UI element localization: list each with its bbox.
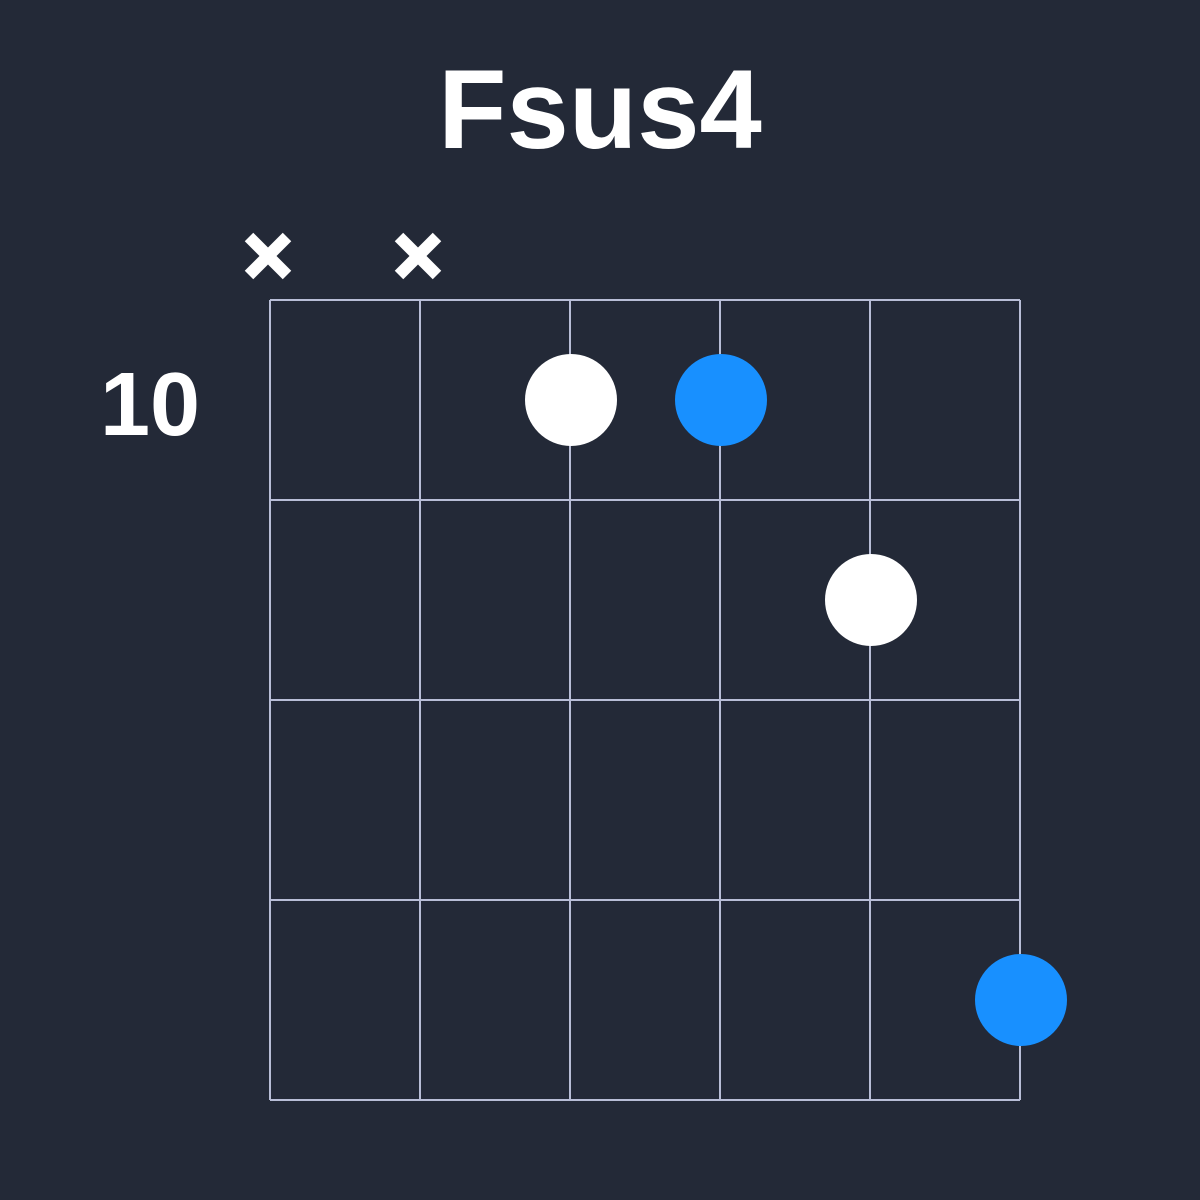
finger-dot — [825, 554, 917, 646]
muted-string-icon — [244, 232, 292, 280]
finger-dot — [525, 354, 617, 446]
start-fret-number: 10 — [99, 355, 201, 455]
root-note-dot — [975, 954, 1067, 1046]
chord-title: Fsus4 — [438, 47, 762, 172]
root-note-dot — [675, 354, 767, 446]
muted-string-icon — [394, 232, 442, 280]
